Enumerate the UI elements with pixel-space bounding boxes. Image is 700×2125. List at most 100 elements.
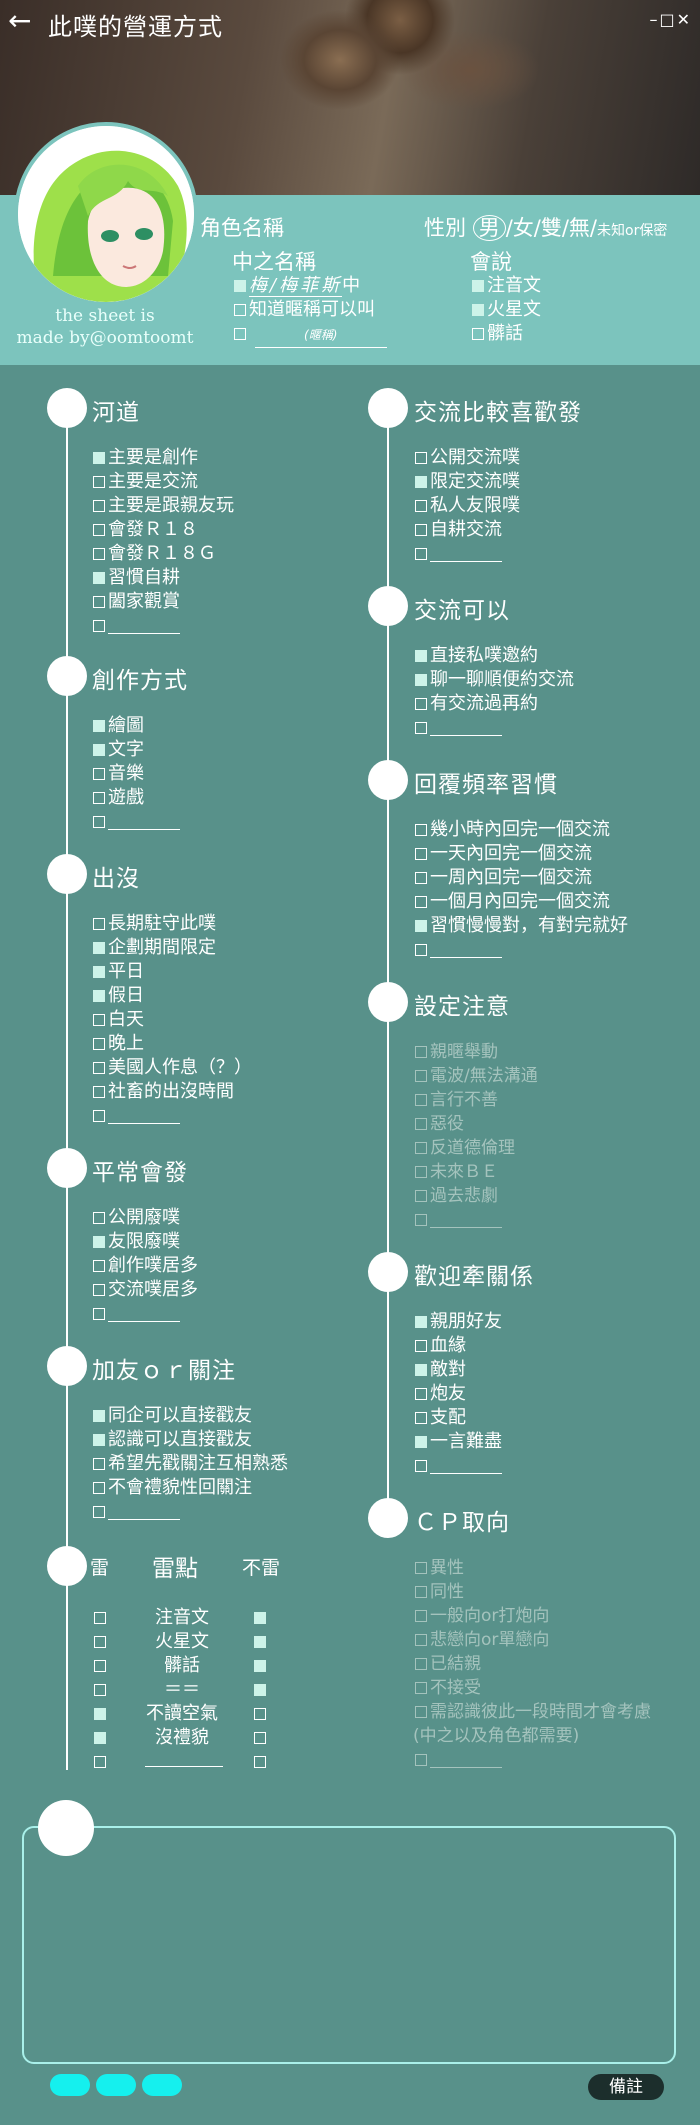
checkbox[interactable] [93, 1260, 105, 1272]
checkbox-option[interactable]: 同企可以直接戳友 [93, 1404, 252, 1428]
checkbox-option[interactable]: 晚上 [93, 1032, 144, 1056]
checkbox[interactable] [415, 674, 427, 686]
checkbox[interactable] [415, 1754, 427, 1766]
blank-field[interactable] [108, 815, 180, 830]
checkbox[interactable] [93, 500, 105, 512]
checkbox-option[interactable]: 會發Ｒ１８Ｇ [93, 542, 216, 566]
checkbox[interactable] [93, 596, 105, 608]
checkbox[interactable] [93, 524, 105, 536]
thunder-bulei-checkbox[interactable] [254, 1636, 266, 1648]
thunder-lei-checkbox[interactable] [94, 1708, 106, 1720]
checkbox-option[interactable] [415, 1454, 502, 1478]
nickname-blank[interactable]: (暱稱) [254, 323, 387, 348]
speak-option-3[interactable]: 髒話 [472, 322, 523, 346]
checkbox-option[interactable]: 主要是創作 [93, 446, 198, 470]
checkbox[interactable] [415, 1316, 427, 1328]
window-controls-icon[interactable]: –□✕ [649, 10, 692, 29]
pill-button-3[interactable] [142, 2074, 182, 2096]
checkbox[interactable] [415, 1214, 427, 1226]
thunder-bulei-checkbox[interactable] [254, 1684, 266, 1696]
checkbox[interactable] [415, 920, 427, 932]
checkbox-option[interactable]: 過去悲劇 [415, 1184, 498, 1208]
checkbox[interactable] [415, 1094, 427, 1106]
nickname-option-1[interactable]: 梅/梅菲斯中 [234, 274, 360, 298]
checkbox-option[interactable] [415, 1208, 502, 1232]
checkbox-option[interactable]: 平日 [93, 960, 144, 984]
checkbox[interactable] [93, 620, 105, 632]
speak-option-1[interactable]: 注音文 [472, 274, 541, 298]
gender-option-none[interactable]: 無 [568, 216, 590, 240]
checkbox[interactable] [93, 1434, 105, 1446]
checkbox-option[interactable]: 文字 [93, 738, 144, 762]
checkbox[interactable] [93, 1506, 105, 1518]
checkbox-option[interactable] [93, 1500, 180, 1524]
memo-button[interactable]: 備註 [588, 2074, 664, 2100]
checkbox-option[interactable]: 長期駐守此噗 [93, 912, 216, 936]
checkbox-option[interactable]: 假日 [93, 984, 144, 1008]
thunder-lei-checkbox[interactable] [94, 1684, 106, 1696]
checkbox-option[interactable] [93, 1104, 180, 1128]
checkbox[interactable] [93, 990, 105, 1002]
checkbox[interactable] [415, 1412, 427, 1424]
checkbox[interactable] [93, 1284, 105, 1296]
checkbox[interactable] [415, 1706, 427, 1718]
gender-option-both[interactable]: 雙 [540, 216, 562, 240]
checkbox-option[interactable]: 限定交流噗 [415, 470, 520, 494]
checkbox[interactable] [415, 1634, 427, 1646]
checkbox[interactable] [415, 1388, 427, 1400]
checkbox[interactable] [415, 1562, 427, 1574]
checkbox-option[interactable]: 音樂 [93, 762, 144, 786]
checkbox[interactable] [93, 816, 105, 828]
checkbox-option[interactable]: 親暱舉動 [415, 1040, 498, 1064]
checkbox[interactable] [415, 1436, 427, 1448]
checkbox[interactable] [93, 1458, 105, 1470]
checkbox-option[interactable]: 一周內回完一個交流 [415, 866, 592, 890]
checkbox[interactable] [93, 1236, 105, 1248]
checkbox-option[interactable]: 自耕交流 [415, 518, 502, 542]
checkbox[interactable] [93, 476, 105, 488]
checkbox-option[interactable]: 聊一聊順便約交流 [415, 668, 574, 692]
nickname-option-3[interactable]: (暱稱) [234, 322, 387, 348]
checkbox[interactable] [93, 918, 105, 930]
checkbox[interactable] [93, 1086, 105, 1098]
thunder-lei-checkbox[interactable] [94, 1636, 106, 1648]
checkbox-option[interactable]: 繪圖 [93, 714, 144, 738]
checkbox[interactable] [472, 304, 484, 316]
checkbox[interactable] [415, 548, 427, 560]
checkbox-option[interactable]: 希望先戳關注互相熟悉 [93, 1452, 288, 1476]
checkbox-option[interactable]: 言行不善 [415, 1088, 498, 1112]
checkbox-option[interactable]: 需認識彼此一段時間才會考慮 [415, 1700, 651, 1724]
thunder-lei-checkbox[interactable] [94, 1612, 106, 1624]
checkbox[interactable] [93, 744, 105, 756]
gender-option-female[interactable]: 女 [512, 216, 534, 240]
thunder-bulei-checkbox[interactable] [254, 1612, 266, 1624]
blank-field[interactable] [430, 721, 502, 736]
checkbox[interactable] [234, 304, 246, 316]
checkbox[interactable] [93, 1482, 105, 1494]
checkbox-option[interactable]: 一般向or打炮向 [415, 1604, 549, 1628]
thunder-blank-field[interactable] [145, 1752, 223, 1767]
checkbox-option[interactable]: 不接受 [415, 1676, 481, 1700]
checkbox-option[interactable]: 一個月內回完一個交流 [415, 890, 610, 914]
checkbox[interactable] [93, 548, 105, 560]
checkbox-option[interactable]: 闔家觀賞 [93, 590, 180, 614]
checkbox[interactable] [93, 1062, 105, 1074]
checkbox-option[interactable]: 美國人作息（？） [93, 1056, 252, 1080]
checkbox[interactable] [415, 722, 427, 734]
gender-option-male[interactable]: 男 [472, 215, 506, 241]
checkbox[interactable] [415, 896, 427, 908]
checkbox[interactable] [415, 476, 427, 488]
checkbox[interactable] [415, 650, 427, 662]
checkbox-option[interactable]: 認識可以直接戳友 [93, 1428, 252, 1452]
checkbox[interactable] [415, 1460, 427, 1472]
blank-field[interactable] [108, 1307, 180, 1322]
thunder-bulei-checkbox[interactable] [254, 1660, 266, 1672]
checkbox[interactable] [415, 1658, 427, 1670]
blank-field[interactable] [430, 547, 502, 562]
checkbox-option[interactable]: 同性 [415, 1580, 464, 1604]
blank-field[interactable] [430, 1459, 502, 1474]
checkbox[interactable] [93, 1038, 105, 1050]
checkbox[interactable] [415, 698, 427, 710]
checkbox-option[interactable]: 主要是跟親友玩 [93, 494, 234, 518]
back-arrow-icon[interactable]: ← [8, 4, 32, 37]
